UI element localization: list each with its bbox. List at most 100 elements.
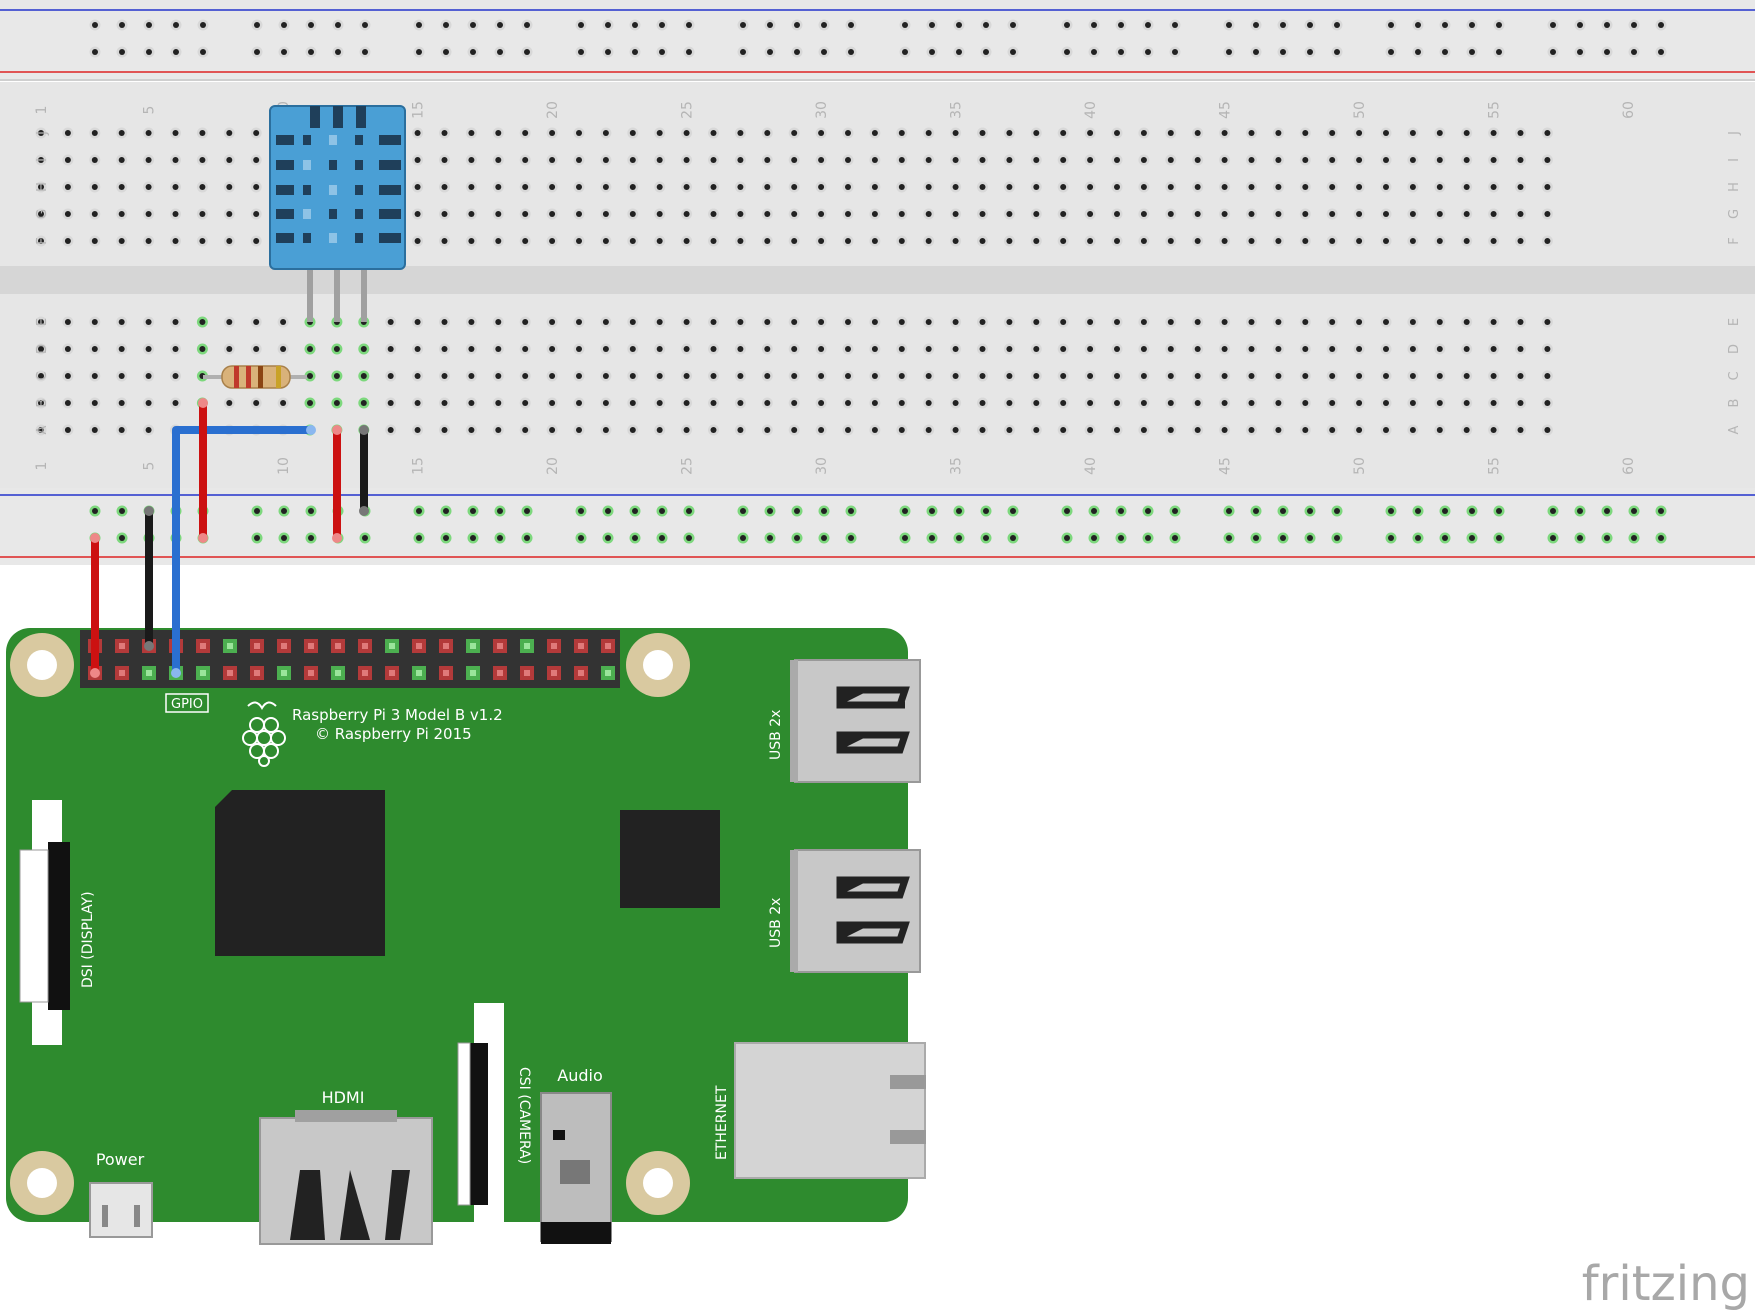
row-letter: D (1727, 344, 1742, 354)
gpio-pin-center (605, 643, 611, 649)
breadboard-hole-center (1388, 49, 1394, 55)
breadboard-hole-center (818, 238, 825, 244)
breadboard-hole-center (818, 319, 825, 325)
breadboard-hole-center (1544, 319, 1551, 325)
breadboard-hole-center (118, 346, 125, 352)
gpio-pin-center (254, 643, 260, 649)
breadboard-hole-center (172, 157, 179, 163)
breadboard-hole-center (764, 373, 771, 379)
gpio-pin-center (227, 670, 233, 676)
breadboard-hole-center (578, 49, 584, 55)
breadboard-hole-center (1280, 49, 1286, 55)
breadboard-hole-center (656, 211, 663, 217)
breadboard-hole-center (172, 238, 179, 244)
breadboard-hole-center (549, 400, 556, 406)
breadboard-hole-center (821, 535, 827, 541)
breadboard-hole-center (1302, 184, 1309, 190)
breadboard-hole-center (1436, 157, 1443, 163)
breadboard-hole-center (64, 319, 71, 325)
breadboard-hole-center (387, 427, 394, 433)
breadboard-hole-center (1145, 535, 1151, 541)
breadboard-hole-center (629, 373, 636, 379)
breadboard-hole-center (1064, 535, 1070, 541)
breadboard-hole-center (91, 346, 98, 352)
breadboard-hole-center (1167, 238, 1174, 244)
breadboard-hole-center (1172, 535, 1178, 541)
breadboard-hole-center (925, 157, 932, 163)
breadboard-hole-center (767, 49, 773, 55)
breadboard-hole-center (952, 346, 959, 352)
column-number: 40 (1083, 457, 1099, 475)
breadboard-hole-center (1631, 508, 1637, 514)
breadboard-hole-center (414, 427, 421, 433)
breadboard-hole-center (145, 346, 152, 352)
breadboard-hole-center (470, 22, 476, 28)
breadboard-hole-center (764, 346, 771, 352)
gpio-label: GPIO (171, 697, 203, 712)
breadboard-hole-center (524, 535, 530, 541)
gpio-pin-center (578, 643, 584, 649)
breadboard-hole-center (794, 508, 800, 514)
breadboard-hole-center (1275, 184, 1282, 190)
breadboard-hole-center (91, 211, 98, 217)
breadboard-hole-center (1248, 238, 1255, 244)
breadboard-hole-center (629, 130, 636, 136)
breadboard-hole-center (91, 157, 98, 163)
breadboard-hole-center (602, 238, 609, 244)
column-number: 50 (1352, 457, 1368, 475)
breadboard-hole-center (925, 400, 932, 406)
breadboard-hole-center (414, 238, 421, 244)
breadboard-hole-center (1302, 373, 1309, 379)
breadboard-hole-center (119, 508, 125, 514)
breadboard-hole-center (1302, 346, 1309, 352)
breadboard-hole-center (929, 22, 935, 28)
breadboard-hole-center (1329, 346, 1336, 352)
breadboard-hole-center (1248, 319, 1255, 325)
breadboard-hole-center (683, 373, 690, 379)
breadboard-hole-center (522, 427, 529, 433)
breadboard-hole-center (1436, 238, 1443, 244)
breadboard-hole-center (308, 508, 314, 514)
gpio-pin-center (470, 670, 476, 676)
breadboard-hole-center (441, 211, 448, 217)
breadboard-hole-center (898, 238, 905, 244)
breadboard-hole-center (1033, 427, 1040, 433)
breadboard-hole-center (118, 319, 125, 325)
breadboard-hole-center (1383, 157, 1389, 163)
breadboard-hole-center (683, 427, 690, 433)
breadboard-hole-center (902, 49, 908, 55)
breadboard-hole-center (983, 22, 989, 28)
breadboard-hole-center (1221, 238, 1228, 244)
breadboard-hole-center (1658, 49, 1664, 55)
breadboard-hole-center (1463, 211, 1470, 217)
breadboard-hole-center (38, 238, 44, 244)
breadboard-hole-center (1248, 130, 1255, 136)
breadboard-hole-center (1577, 535, 1583, 541)
breadboard-hole-center (683, 238, 690, 244)
breadboard-hole-center (1060, 211, 1067, 217)
breadboard-hole-center (686, 508, 692, 514)
breadboard-hole-center (468, 238, 475, 244)
breadboard-hole-center (845, 400, 851, 406)
breadboard-hole-center (91, 130, 98, 136)
breadboard-hole-center (1409, 400, 1416, 406)
breadboard-hole-center (118, 211, 125, 217)
breadboard-hole-center (1221, 400, 1228, 406)
breadboard-hole-center (1463, 184, 1470, 190)
breadboard-hole-center (468, 319, 475, 325)
breadboard-hole-center (92, 49, 98, 55)
breadboard-hole-center (441, 184, 448, 190)
breadboard-hole-center (414, 346, 421, 352)
breadboard-hole-center (64, 211, 71, 217)
gpio-pin-center (254, 670, 260, 676)
dht-sensor-grill (276, 106, 401, 243)
breadboard-hole-center (818, 157, 825, 163)
breadboard-hole-center (1006, 157, 1013, 163)
gpio-pin-center (578, 670, 584, 676)
breadboard-hole-center (1604, 508, 1610, 514)
breadboard-hole-center (333, 346, 340, 352)
breadboard-hole-center (118, 400, 125, 406)
breadboard-hole-center (1140, 346, 1147, 352)
breadboard-hole-center (737, 373, 744, 379)
breadboard-hole-center (145, 238, 152, 244)
